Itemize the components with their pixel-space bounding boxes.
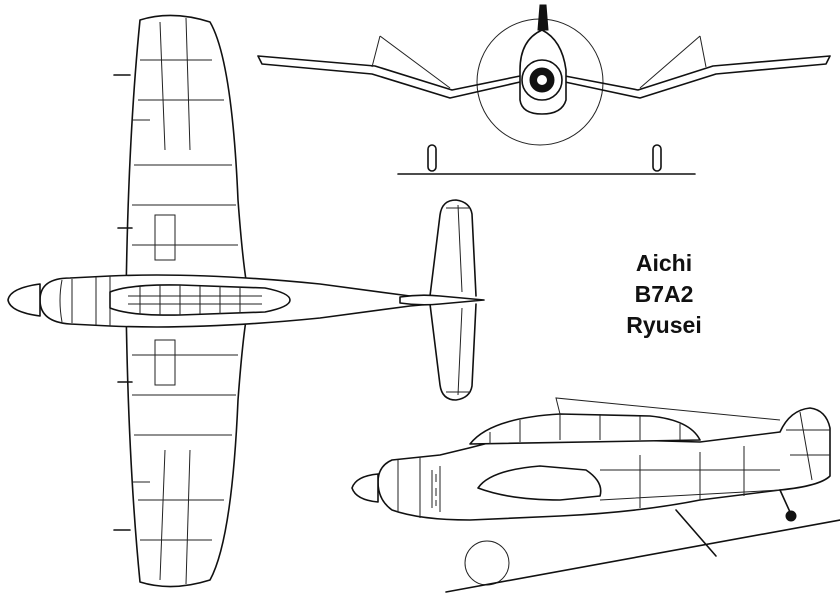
side-aerial	[556, 398, 780, 420]
side-rudder-lines	[786, 412, 830, 480]
front-right-wheel	[653, 145, 661, 171]
side-spinner	[352, 474, 378, 502]
plan-tail-cone	[400, 295, 484, 305]
side-view	[352, 398, 840, 592]
side-tailwheel-strut	[780, 490, 790, 512]
side-cowling-lines	[398, 457, 440, 518]
front-spinner-hub	[537, 75, 547, 85]
side-canopy-frames	[490, 414, 680, 444]
plan-wing-stubs	[114, 75, 132, 530]
plan-canopy-frames	[128, 285, 262, 315]
side-tailwheel	[786, 511, 796, 521]
side-canopy	[470, 414, 700, 444]
front-left-wheel	[428, 145, 436, 171]
front-fin	[538, 5, 548, 30]
plan-wing-panel-lines	[132, 18, 238, 584]
plan-view	[8, 15, 484, 586]
plan-elevator-lines	[446, 205, 470, 395]
aircraft-name-label: Aichi B7A2 Ryusei	[612, 248, 716, 341]
side-main-wheel	[465, 541, 509, 585]
side-wing-root	[478, 466, 601, 500]
designation-label: B7A2	[634, 281, 694, 307]
plan-cowling-lines	[60, 276, 110, 326]
side-ground-line	[446, 520, 840, 592]
plan-spinner	[8, 284, 40, 316]
side-main-gear-leg	[676, 510, 716, 556]
plan-horizontal-tail	[430, 200, 476, 400]
nickname-label: Ryusei	[626, 312, 702, 338]
side-fuselage-lines	[600, 446, 780, 508]
front-wing	[258, 56, 830, 98]
front-view	[258, 5, 830, 174]
maker-label: Aichi	[635, 250, 693, 276]
front-wing-fences	[372, 36, 706, 88]
